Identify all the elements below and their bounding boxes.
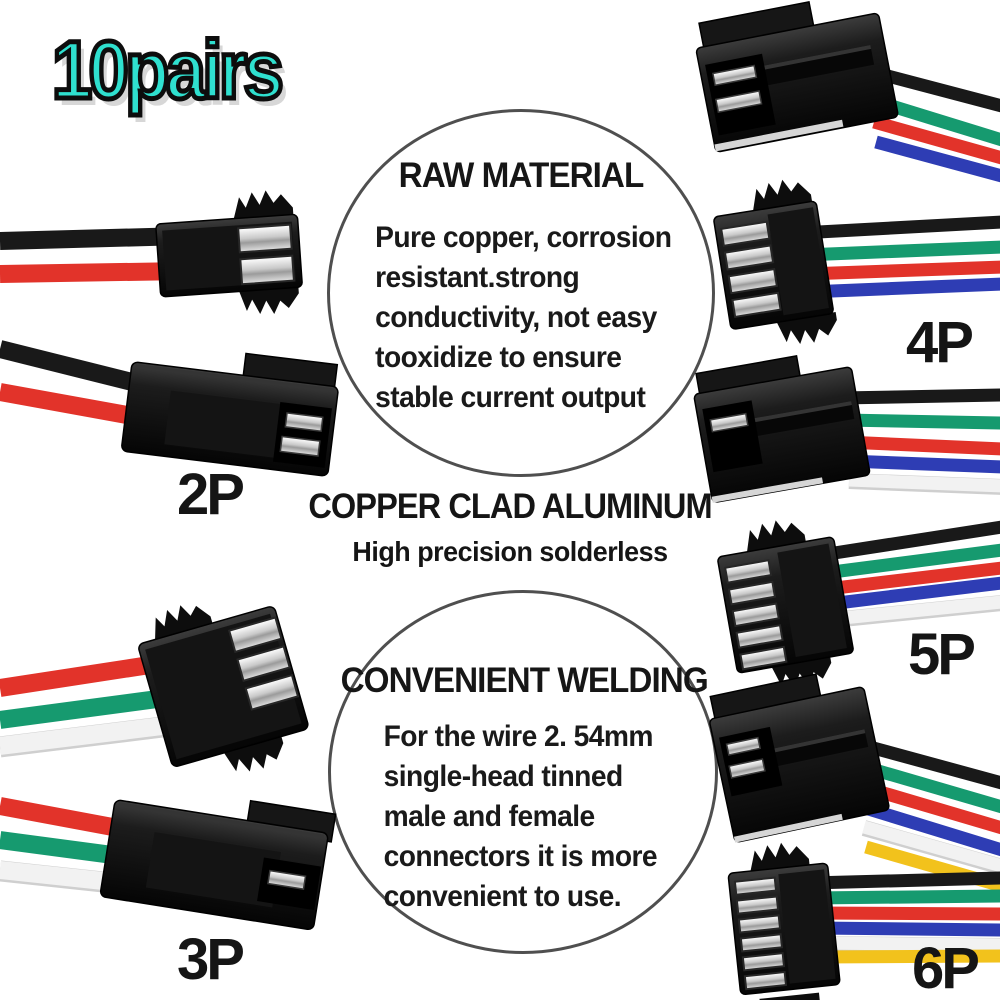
text-line: male and female	[383, 800, 596, 833]
raw-material-bubble: RAW MATERIAL Pure copper, corrosion resi…	[327, 109, 715, 477]
housing-4p-male	[695, 0, 899, 153]
wires-4p-female	[799, 215, 1000, 299]
connector-6p-female	[727, 840, 1000, 1000]
housing-5p-male	[693, 355, 871, 503]
wires-5p-male	[839, 388, 1000, 495]
connector-6p-male	[709, 673, 1000, 893]
text-line: For the wire 2. 54mm	[383, 720, 654, 753]
label-3p: 3P	[177, 927, 245, 992]
convenient-welding-bubble: CONVENIENT WELDING For the wire 2. 54mm …	[328, 590, 718, 954]
connector-2p-male	[0, 340, 339, 477]
connector-5p-male	[693, 355, 1000, 503]
connector-5p-female	[717, 515, 1000, 693]
text-line: single-head tinned	[383, 760, 624, 793]
connector-4p-male	[695, 0, 1000, 183]
raw-material-heading: RAW MATERIAL	[398, 156, 645, 195]
text-line: connectors it is more	[383, 840, 658, 873]
text-line: Pure copper, corrosion	[375, 221, 672, 254]
copper-clad-heading: COPPER CLAD ALUMINUM	[308, 487, 712, 526]
wires-2p-female	[0, 227, 186, 283]
housing-3p-female	[138, 598, 309, 778]
housing-3p-male	[99, 799, 337, 931]
connector-3p-female	[0, 598, 309, 778]
label-2p: 2P	[177, 462, 245, 527]
housing-4p-female	[713, 175, 840, 349]
connector-3p-male	[0, 797, 337, 931]
product-title: 10pairs	[50, 25, 286, 116]
text-line: tooxidize to ensure	[375, 341, 622, 374]
label-5p: 5P	[908, 622, 976, 687]
housing-6p-female	[727, 840, 841, 1000]
wires-6p-female	[809, 871, 1000, 964]
housing-5p-female	[717, 515, 854, 693]
housing-6p-male	[709, 673, 890, 843]
connector-4p-female	[713, 175, 1000, 349]
text-line: convenient to use.	[383, 880, 622, 913]
label-4p: 4P	[906, 310, 974, 375]
connector-2p-female	[0, 188, 303, 317]
label-6p: 6P	[912, 936, 980, 1000]
text-line: conductivity, not easy	[375, 301, 657, 334]
housing-2p-female	[155, 188, 303, 317]
raw-material-body: Pure copper, corrosion resistant.strong …	[330, 218, 689, 418]
convenient-welding-body: For the wire 2. 54mm single-head tinned …	[331, 717, 692, 917]
solderless-subheading: High precision solderless	[352, 536, 668, 567]
text-line: resistant.strong	[375, 261, 580, 294]
wires-5p-female	[814, 520, 1000, 629]
convenient-welding-heading: CONVENIENT WELDING	[340, 661, 709, 700]
text-line: stable current output	[375, 381, 646, 414]
housing-2p-male	[121, 352, 339, 477]
